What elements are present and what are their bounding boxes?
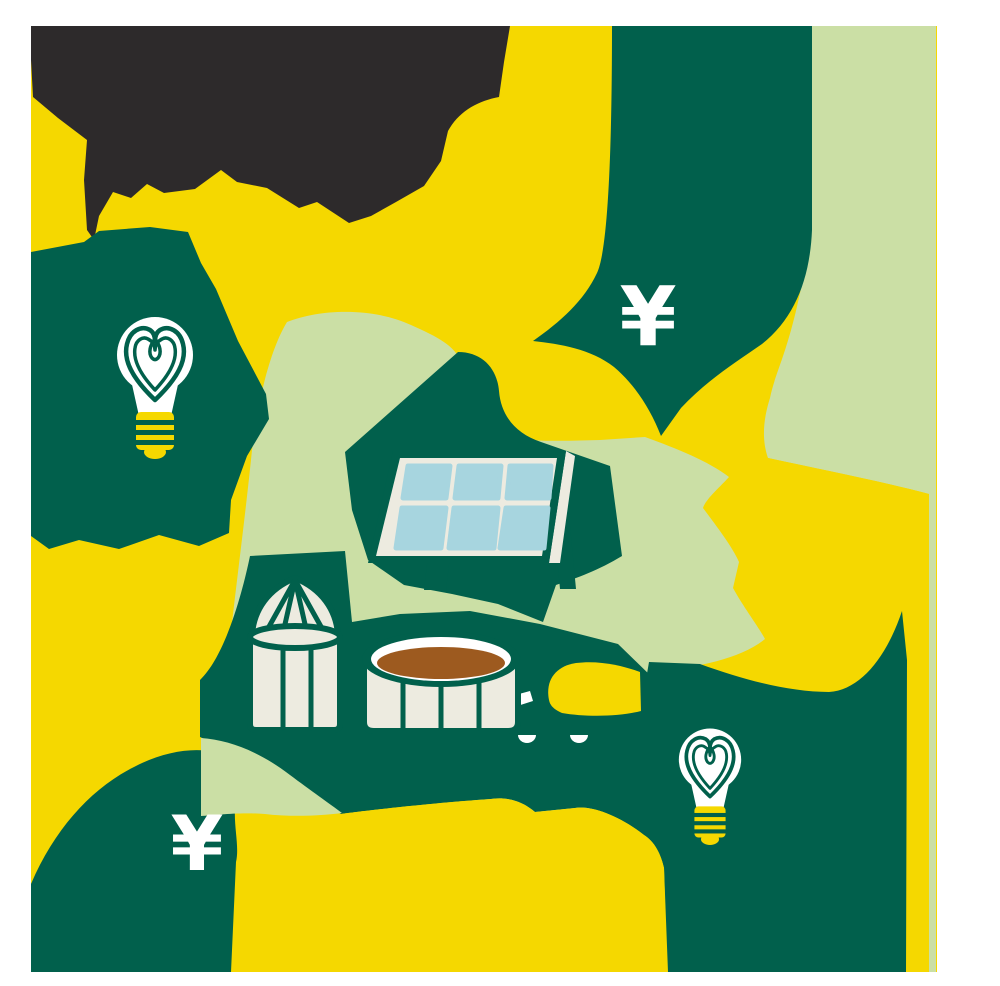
silo-rim bbox=[247, 623, 343, 651]
white-dome-accent-left bbox=[518, 735, 536, 743]
silo-wall bbox=[247, 634, 343, 733]
dark-green-column-star bbox=[533, 26, 812, 436]
light-green-wedge bbox=[201, 738, 342, 816]
yen-symbol-bottom-left: ¥ bbox=[171, 799, 224, 888]
white-dome-accent-right bbox=[570, 735, 588, 743]
yen-symbol-top-right: ¥ bbox=[619, 270, 676, 365]
silo-tent-building-icon bbox=[247, 575, 343, 733]
silo-roof-ribs bbox=[263, 577, 327, 636]
solar-panel-cells bbox=[393, 463, 554, 551]
digester-tank-icon bbox=[361, 631, 521, 734]
solar-panel-side bbox=[549, 451, 575, 563]
silo-wall-seams bbox=[280, 645, 314, 731]
solar-panel-icon bbox=[368, 451, 576, 590]
charcoal-top-shape bbox=[31, 26, 510, 240]
tank-slurry bbox=[377, 647, 505, 679]
yellow-accent-blob bbox=[548, 662, 641, 716]
yellow-bottom-notch bbox=[236, 798, 667, 972]
solar-panel-foot bbox=[424, 556, 450, 590]
